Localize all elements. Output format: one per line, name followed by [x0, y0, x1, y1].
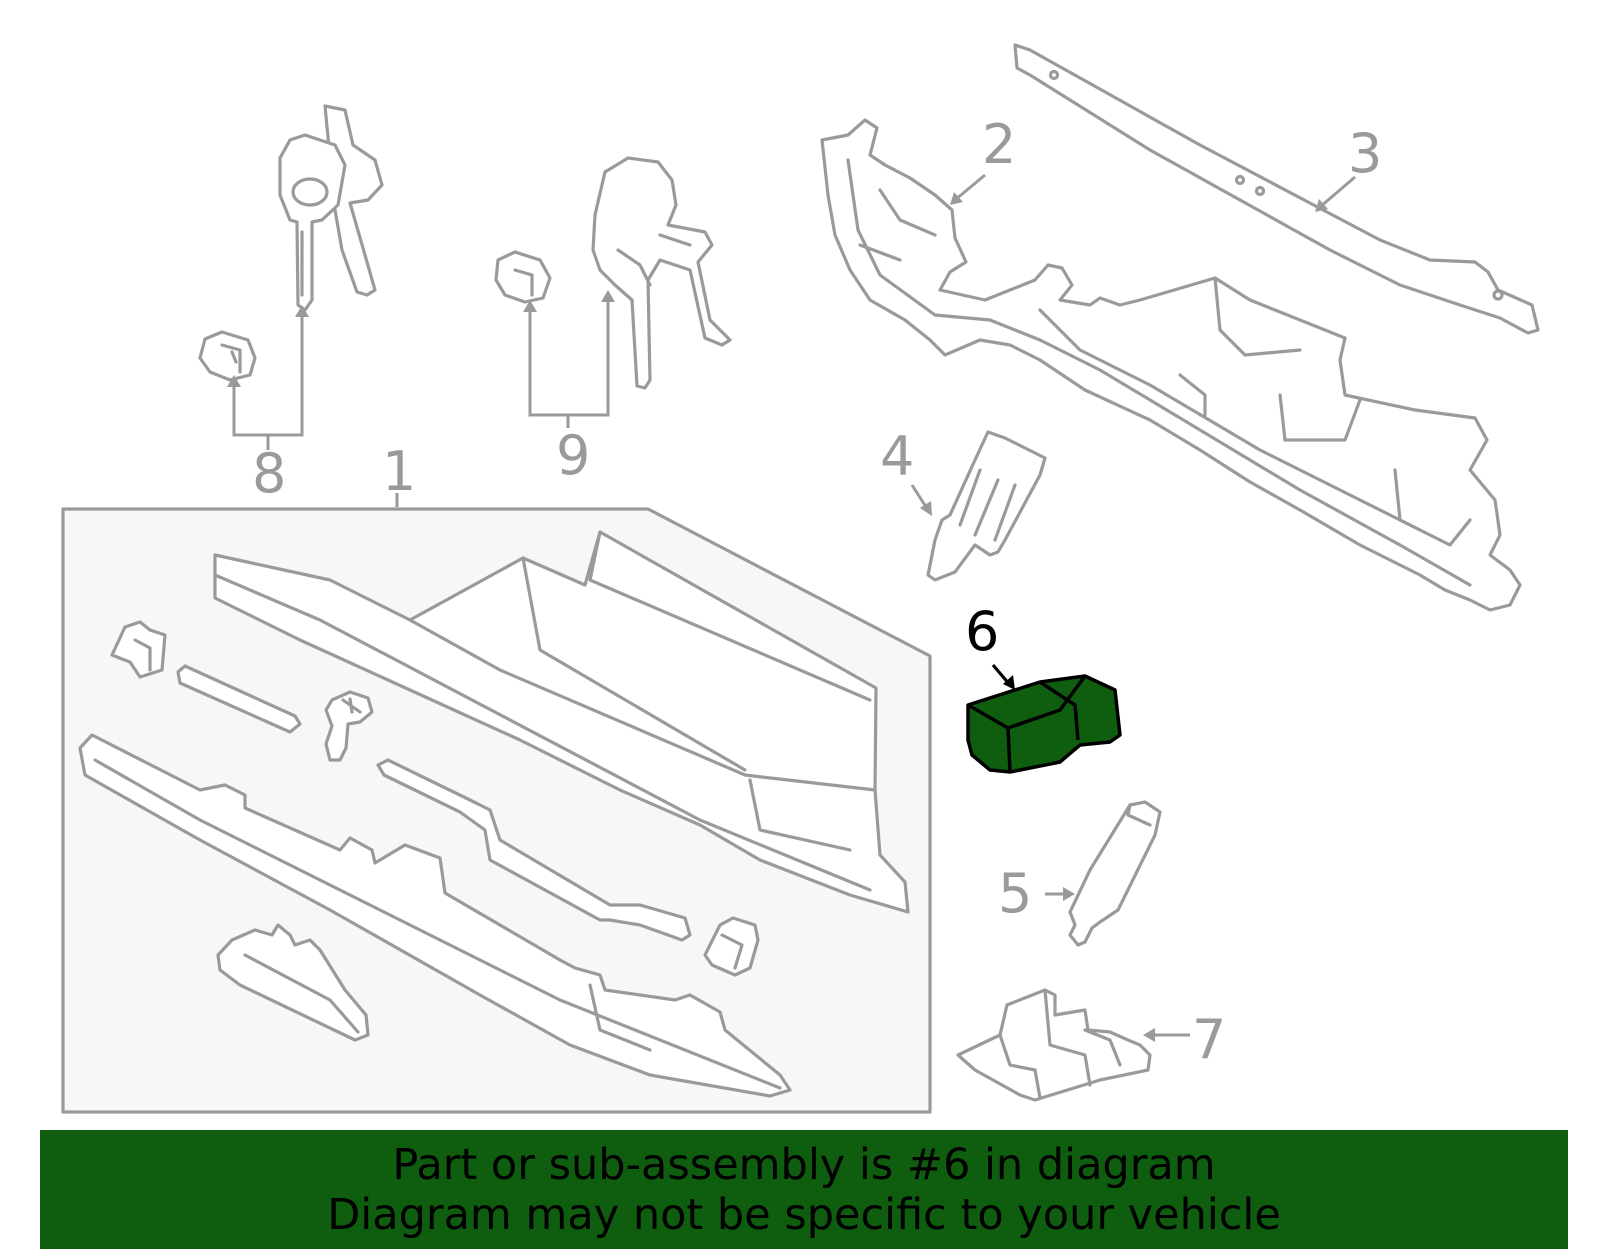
- leader-9-arrows: [523, 290, 615, 312]
- part-2-reinforcement: [820, 118, 1522, 612]
- callout-3: 3: [1348, 122, 1382, 185]
- callout-4: 4: [880, 425, 914, 488]
- leader-9: [528, 295, 610, 417]
- callout-7: 7: [1192, 1008, 1226, 1071]
- banner-line-2: Diagram may not be specific to your vehi…: [327, 1190, 1281, 1240]
- leader-2-arrow: [950, 192, 963, 205]
- callout-5: 5: [998, 862, 1032, 925]
- callout-1: 1: [382, 440, 416, 503]
- leader-3-arrow: [1315, 199, 1328, 212]
- leader-4-arrow: [920, 501, 932, 516]
- part-8-lock-and-keys: [198, 104, 384, 382]
- callout-8: 8: [252, 442, 286, 505]
- leader-5-arrow: [1063, 887, 1075, 901]
- callout-9: 9: [556, 424, 590, 487]
- part-3-bracket: [1013, 43, 1540, 335]
- banner-line-1: Part or sub-assembly is #6 in diagram: [392, 1140, 1216, 1190]
- info-banner: Part or sub-assembly is #6 in diagram Di…: [40, 1130, 1568, 1249]
- leader-7-arrow: [1143, 1028, 1155, 1042]
- part-7-bracket: [956, 988, 1152, 1102]
- part-1-glove-box-assembly: [61, 507, 932, 1114]
- leader-2: [954, 173, 986, 202]
- leader-8-arrows: [227, 305, 309, 387]
- part-6-highlighted: [966, 674, 1122, 774]
- part-5-damper: [1068, 800, 1162, 947]
- callout-6: 6: [965, 600, 999, 663]
- leader-3: [1319, 175, 1356, 209]
- leader-6-arrow: [1003, 675, 1015, 690]
- part-4-clip: [926, 430, 1047, 582]
- part-9-lock-and-keys: [494, 156, 732, 390]
- callout-2: 2: [982, 113, 1016, 176]
